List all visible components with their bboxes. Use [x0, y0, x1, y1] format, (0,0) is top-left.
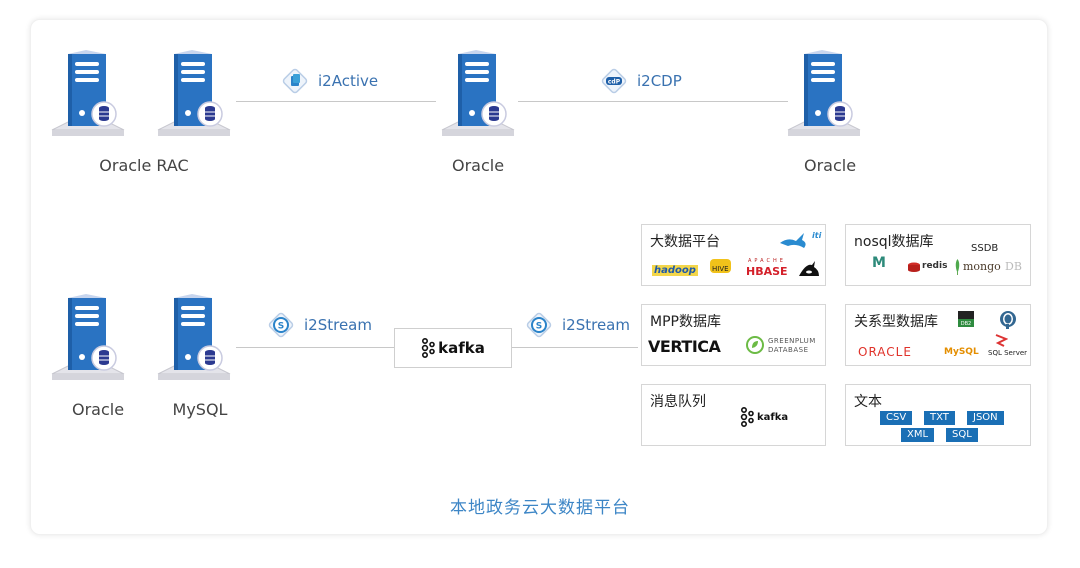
- connector-line: [236, 347, 394, 348]
- redis-logo: redis: [922, 261, 948, 271]
- target-bigdata: 大数据平台 hadoop HIVE APACHE HBASE iti: [641, 224, 826, 286]
- ssdb-logo: SSDB: [971, 243, 999, 254]
- i2active-label: i2Active: [318, 72, 379, 90]
- svg-text:S: S: [278, 322, 284, 332]
- hive-logo: HIVE: [710, 259, 731, 273]
- oracle-logo: ORACLE: [858, 345, 912, 359]
- format-chip-sql: SQL: [946, 428, 978, 442]
- cdp-icon-text: cdP: [608, 79, 621, 86]
- oracle-server-middle: [438, 50, 518, 142]
- db2-icon: DB2: [958, 311, 974, 330]
- redis-icon: [908, 262, 920, 275]
- oracle-rac-label: Oracle RAC: [99, 156, 189, 175]
- oracle-source-label: Oracle: [71, 400, 125, 419]
- target-mpp: MPP数据库 VERTICA GREENPLUM DATABASE: [641, 304, 826, 366]
- target-text: 文本 CSV TXT JSON XML SQL: [845, 384, 1031, 446]
- oracle-middle-label: Oracle: [451, 156, 505, 175]
- kafka-icon: [740, 407, 754, 427]
- database-server-icon: [784, 50, 864, 142]
- oracle-rac-server-1: [48, 50, 128, 142]
- greenplum-logo: GREENPLUM: [768, 337, 816, 345]
- platform-title: 本地政务云大数据平台: [450, 498, 630, 518]
- database-server-icon: [48, 50, 128, 142]
- i2stream-icon: S: [266, 310, 296, 340]
- db2-label: DB2: [961, 321, 971, 327]
- mysql-logo: MySQL: [944, 347, 979, 357]
- target-title: 关系型数据库: [854, 314, 938, 330]
- i2stream-label-1: i2Stream: [304, 316, 372, 334]
- vertica-logo: VERTICA: [648, 337, 721, 356]
- target-message-queue: 消息队列 kafka: [641, 384, 826, 446]
- format-chip-xml: XML: [901, 428, 935, 442]
- database-server-icon: [154, 50, 234, 142]
- sqlserver-logo: SQL Server: [988, 349, 1028, 357]
- mongo-leaf-icon: [954, 259, 961, 278]
- kafka-target-label: kafka: [757, 411, 789, 423]
- sqlserver-icon: [994, 333, 1009, 350]
- i2active-tool: i2Active: [280, 66, 378, 96]
- database-server-icon: [438, 50, 518, 142]
- greenplum-database-logo: DATABASE: [768, 346, 809, 354]
- format-chip-csv: CSV: [880, 411, 913, 425]
- postgresql-icon: [998, 310, 1018, 333]
- orca-icon: [798, 261, 820, 280]
- kafka-icon: [421, 338, 435, 358]
- apache-logo: APACHE: [748, 258, 786, 264]
- target-title: 消息队列: [650, 394, 706, 410]
- database-server-icon: [48, 294, 128, 386]
- i2stream-icon: S: [524, 310, 554, 340]
- mongo-logo: mongo: [963, 260, 1001, 273]
- target-title: nosql数据库: [854, 234, 934, 250]
- format-chip-json: JSON: [967, 411, 1004, 425]
- i2stream-tool-1: S i2Stream: [266, 310, 372, 340]
- deer-icon: [778, 231, 810, 252]
- cdp-icon: cdP: [599, 66, 629, 96]
- svg-text:S: S: [536, 322, 542, 332]
- target-title: 文本: [854, 394, 882, 410]
- m-logo: M: [872, 255, 886, 271]
- mysql-source-server: [154, 294, 234, 386]
- mongodb-suffix: DB: [1005, 260, 1022, 273]
- i2cdp-label: i2CDP: [637, 72, 682, 90]
- hadoop-logo: hadoop: [652, 265, 698, 276]
- connector-line: [512, 347, 638, 348]
- iti-logo: iti: [812, 231, 822, 240]
- target-title: MPP数据库: [650, 314, 721, 330]
- hbase-logo: HBASE: [746, 265, 788, 278]
- target-title: 大数据平台: [650, 234, 720, 250]
- i2active-icon: [280, 66, 310, 96]
- oracle-right-label: Oracle: [803, 156, 857, 175]
- database-server-icon: [154, 294, 234, 386]
- target-nosql: nosql数据库 SSDB M redis mongo DB: [845, 224, 1031, 286]
- oracle-rac-server-2: [154, 50, 234, 142]
- target-relational: 关系型数据库 DB2 ORACLE MySQL SQL Server: [845, 304, 1031, 366]
- connector-line: [518, 101, 788, 102]
- oracle-server-right: [784, 50, 864, 142]
- greenplum-icon: [746, 336, 764, 357]
- mysql-source-label: MySQL: [172, 400, 228, 419]
- oracle-source-server: [48, 294, 128, 386]
- kafka-box: kafka: [394, 328, 512, 368]
- connector-line: [236, 101, 436, 102]
- kafka-target: kafka: [740, 407, 788, 427]
- i2cdp-tool: cdP i2CDP: [599, 66, 682, 96]
- i2stream-label-2: i2Stream: [562, 316, 630, 334]
- kafka-label: kafka: [438, 339, 485, 357]
- i2stream-tool-2: S i2Stream: [524, 310, 630, 340]
- format-chip-txt: TXT: [924, 411, 955, 425]
